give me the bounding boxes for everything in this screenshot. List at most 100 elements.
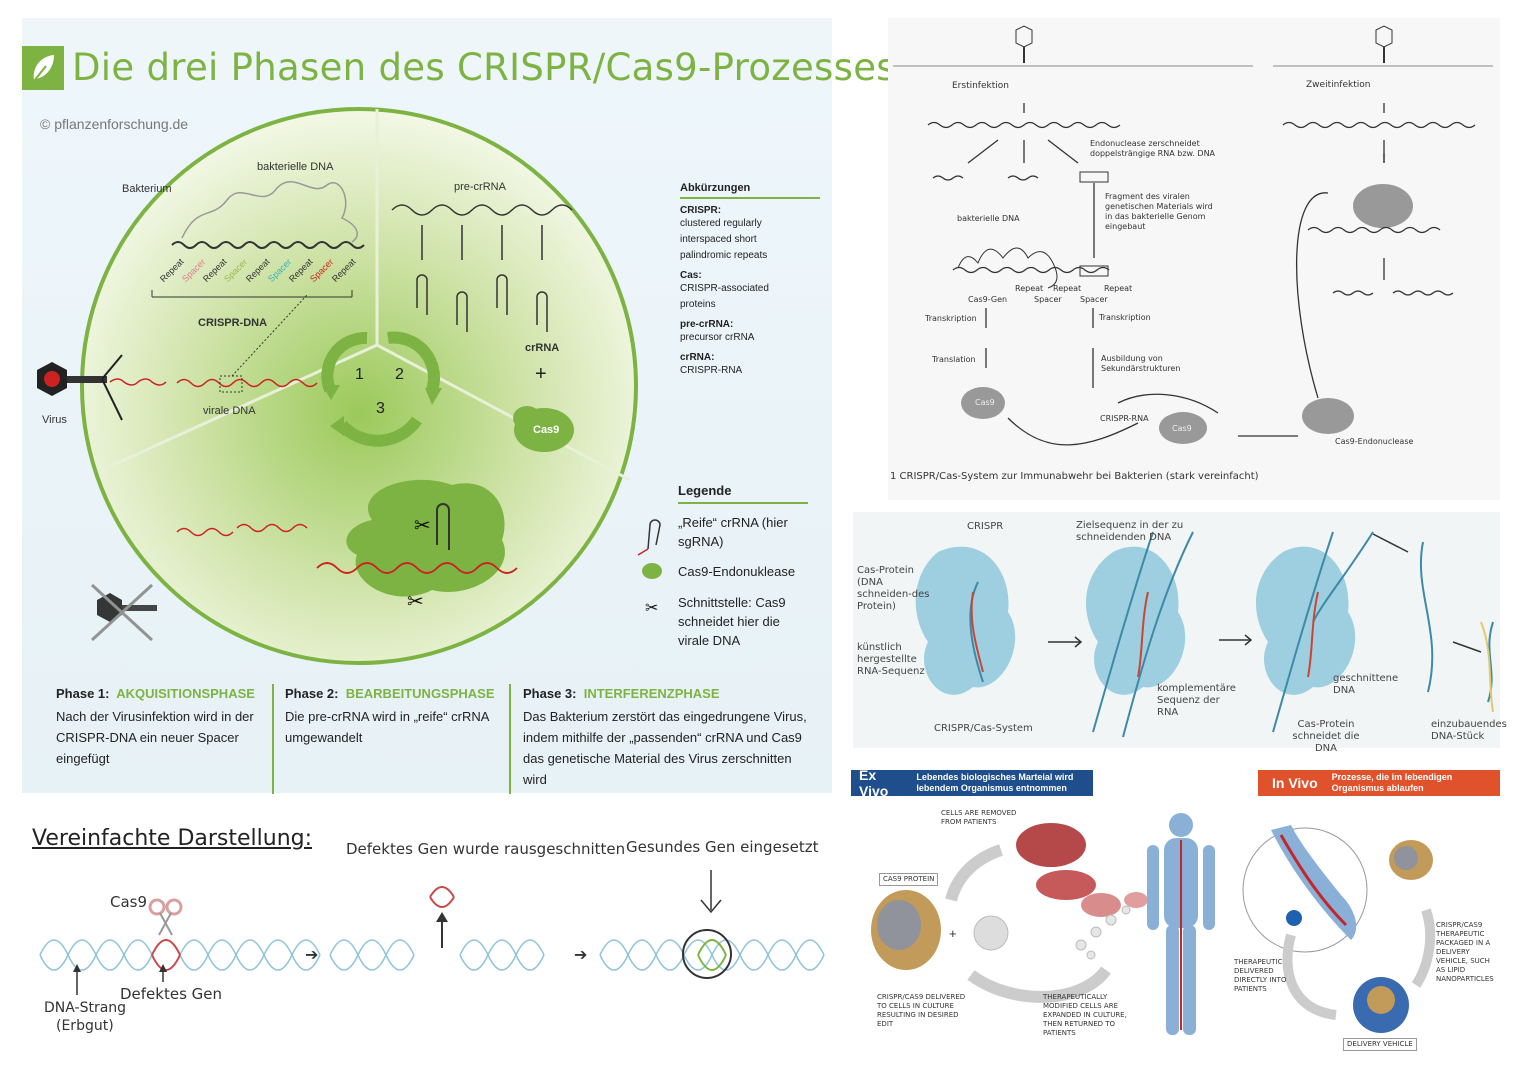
fig2-crispr: CRISPR <box>967 521 1004 532</box>
phase-text: Das Bakterium zerstört das eingedrungene… <box>523 709 807 787</box>
label-bakterium: Bakterium <box>122 183 172 195</box>
phase-prefix: Phase 3: <box>523 686 577 701</box>
cas9-protein-icon <box>1389 840 1433 880</box>
defect-gene-label: Defektes Gen <box>120 985 223 1003</box>
fig1-cas9-gen: Cas9-Gen <box>968 295 1008 304</box>
healthy-gene-icon <box>697 939 727 971</box>
fig1-caption: 1 CRISPR/Cas-System zur Immunabwehr bei … <box>890 471 1259 482</box>
fig1-endonuclease: Endonuclease zerschneidet doppelsträngig… <box>1090 139 1216 158</box>
legend-item-cut-site: Schnittstelle: Cas9 schneidet hier die v… <box>678 595 786 648</box>
immune-system-diagram <box>893 25 1493 446</box>
exvivo-invivo-diagram: + <box>871 813 1436 1035</box>
blood-cells-icon <box>1016 823 1148 917</box>
cas9-protein-icon <box>871 890 941 970</box>
cas-protein-icon <box>915 546 1016 695</box>
phase-name: BEARBEITUNGSPHASE <box>345 686 495 701</box>
label-crispr-dna: CRISPR-DNA <box>198 317 268 329</box>
phase-2-description: Phase 2: BEARBEITUNGSPHASE Die pre-crRNA… <box>285 686 500 748</box>
crrna-hairpin-icon <box>647 519 661 550</box>
fig1-repeat: Repeat <box>1104 284 1133 293</box>
phase-prefix: Phase 1: <box>56 686 110 701</box>
legend-item-cas9: Cas9-Endonuklease <box>678 564 796 579</box>
abbr-pre-crrna: pre-crRNA: precursor crRNA <box>680 319 820 346</box>
fig1-transkription: Transkription <box>1099 313 1151 322</box>
exvivo-title: Ex Vivo <box>859 767 889 799</box>
fig3-delivery-vehicle-tag: DELIVERY VEHICLE <box>1343 1038 1417 1051</box>
copyright-notice: © pflanzenforschung.de <box>40 116 189 132</box>
phase-number-3: 3 <box>376 400 385 417</box>
phase-prefix: Phase 2: <box>285 686 339 701</box>
cas9-complex-icon <box>1353 184 1413 228</box>
abbr-line: precursor crRNA <box>680 332 755 343</box>
phase-divider <box>272 684 274 794</box>
simplified-dna-diagram: ➔ ➔ <box>39 870 825 995</box>
fig1-cas9: Cas9 <box>1172 424 1192 433</box>
fig3-packaged: CRISPR/CAS9 THERAPEUTIC PACKAGED IN A DE… <box>1436 921 1494 983</box>
abbr-cas: Cas: CRISPR-associated proteins <box>680 270 820 313</box>
abbr-line: proteins <box>680 299 716 310</box>
syringe-icon <box>1286 910 1302 926</box>
cas-protein-icon <box>1086 546 1186 695</box>
invivo-banner: In Vivo Prozesse, die im lebendigen Orga… <box>1258 770 1500 796</box>
fig3-crispr-delivered: CRISPR/CAS9 DELIVERED TO CELLS IN CULTUR… <box>877 993 966 1028</box>
phase-text: Die pre-crRNA wird in „reife“ crRNA umge… <box>285 709 489 745</box>
fig1-repeat: Repeat <box>1015 284 1044 293</box>
plus-sign: + <box>949 926 957 941</box>
cut-out-label: Defektes Gen wurde rausgeschnitten <box>346 840 626 858</box>
vector-sphere-icon <box>973 915 1009 951</box>
legend-heading: Legende <box>678 483 808 504</box>
abbr-line: interspaced short <box>680 234 757 245</box>
modified-cells-icon <box>1075 905 1131 960</box>
fig3-delivered-directly: THERAPEUTIC DELIVERED DIRECTLY INTO PATI… <box>1234 958 1287 993</box>
svg-text:✂: ✂ <box>407 591 424 613</box>
cas9-endonuclease-icon <box>1302 398 1354 434</box>
invivo-title: In Vivo <box>1272 775 1318 791</box>
fig3-cells-removed: CELLS ARE REMOVED FROM PATIENTS <box>941 809 1017 826</box>
fig1-sekundaer: Ausbildung von Sekundärstrukturen <box>1101 354 1181 373</box>
dna-fragment-icon <box>1480 621 1494 713</box>
label-cas9: Cas9 <box>533 424 560 436</box>
fig1-cas9-endonuclease: Cas9-Endonuclease <box>1335 437 1414 446</box>
phage-icon <box>1375 25 1393 63</box>
phase-1-description: Phase 1: AKQUISITIONSPHASE Nach der Viru… <box>56 686 266 769</box>
fig1-cas9: Cas9 <box>975 398 995 407</box>
legend-box: Legende <box>678 483 808 504</box>
abbr-line: palindromic repeats <box>680 250 768 261</box>
leaf-logo-icon <box>22 46 64 90</box>
defect-gene-icon <box>151 939 181 971</box>
phase-text: Nach der Virusinfektion wird in der CRIS… <box>56 709 254 766</box>
fig1-translation: Translation <box>932 355 976 364</box>
fig1-erstinfektion: Erstinfektion <box>952 81 1009 91</box>
erbgut-label: (Erbgut) <box>56 1018 114 1034</box>
abbr-line: CRISPR-RNA <box>680 365 743 376</box>
fig2-komplementaer: komplementäre Sequenz der RNA <box>1157 683 1236 718</box>
fig2-zielsequenz: Zielsequenz in der zu schneidenden DNA <box>1076 520 1184 543</box>
scissors-icon: ✂ <box>645 600 658 617</box>
cas9-protein-icon <box>1159 412 1207 444</box>
abbr-term: pre-crRNA: <box>680 319 734 330</box>
fig1-fragment: Fragment des viralen genetischen Materia… <box>1105 192 1213 231</box>
cas-protein-diagram <box>915 531 1494 738</box>
fig2-einzubauendes: einzubauendes DNA-Stück <box>1431 719 1507 742</box>
fig1-repeat: Repeat <box>1053 284 1082 293</box>
abbr-line: clustered regularly <box>680 218 762 229</box>
phase-number-2: 2 <box>395 366 404 383</box>
abbr-term: Cas: <box>680 270 702 281</box>
simplified-title: Vereinfachte Darstellung: <box>32 826 313 851</box>
fig2-geschnittene: geschnittene DNA <box>1333 673 1399 696</box>
human-body-icon <box>1147 813 1215 1035</box>
page-title: Die drei Phasen des CRISPR/Cas9-Prozesse… <box>72 46 896 89</box>
label-crrna: crRNA <box>525 342 560 354</box>
exvivo-description: Lebendes biologisches Marteial wird lebe… <box>916 772 1074 793</box>
crispr-cycle-diagram: ✂ ✂ <box>37 107 638 665</box>
arrow-right-icon: ➔ <box>574 947 587 964</box>
excised-gene-icon <box>429 886 455 908</box>
label-bakterielle-dna: bakterielle DNA <box>257 161 334 173</box>
arrow-right-icon: ➔ <box>305 947 318 964</box>
phase-3-description: Phase 3: INTERFERENZPHASE Das Bakterium … <box>523 686 813 790</box>
fig3-cas9-protein-tag: CAS9 PROTEIN <box>879 873 939 886</box>
abbr-term: crRNA: <box>680 352 715 363</box>
fig1-zweitinfektion: Zweitinfektion <box>1306 80 1371 90</box>
abbr-crispr: CRISPR: clustered regularly interspaced … <box>680 205 820 264</box>
fig2-cas-schneidet: Cas-Protein schneidet die DNA <box>1292 719 1360 754</box>
